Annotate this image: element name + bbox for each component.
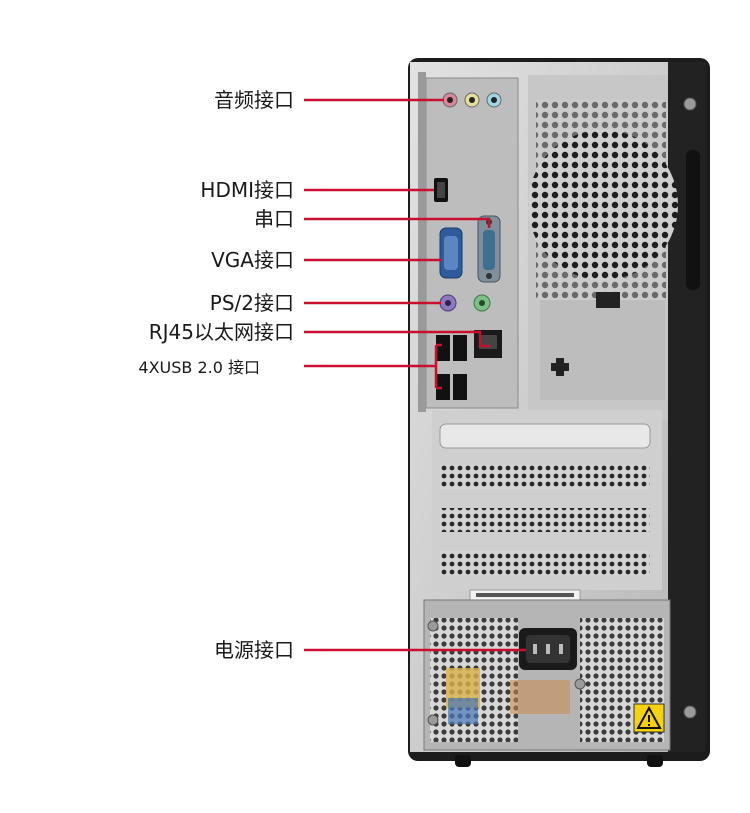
io-plate: [418, 72, 519, 412]
expansion-slots: [432, 410, 662, 590]
ethernet-port-icon: [474, 330, 502, 358]
hdmi-port-icon: [434, 178, 448, 202]
ps2-port-icon: [439, 294, 491, 312]
label-audio: 音频接口: [214, 88, 294, 112]
audio-jack-icon: [442, 92, 502, 108]
vga-port-icon: [439, 227, 463, 279]
label-usb: 4XUSB 2.0 接口: [138, 358, 260, 377]
warning-icon: [633, 703, 665, 733]
callout-line-serial: [304, 217, 491, 228]
power-socket-icon: [519, 628, 577, 670]
callout-lines: [304, 98, 526, 652]
label-ps2: PS/2接口: [209, 291, 294, 315]
usb-port-icon: [436, 335, 467, 400]
callout-line-rj45: [304, 330, 490, 348]
label-rj45: RJ45以太网接口: [148, 320, 294, 344]
fan-vent: [528, 75, 678, 420]
label-vga: VGA接口: [211, 248, 294, 272]
label-serial: 串口: [254, 207, 294, 231]
callout-line-usb: [304, 343, 442, 390]
power-supply: [423, 599, 671, 751]
label-power: 电源接口: [214, 638, 294, 662]
label-hdmi: HDMI接口: [200, 178, 294, 202]
serial-port-icon: [477, 215, 501, 283]
